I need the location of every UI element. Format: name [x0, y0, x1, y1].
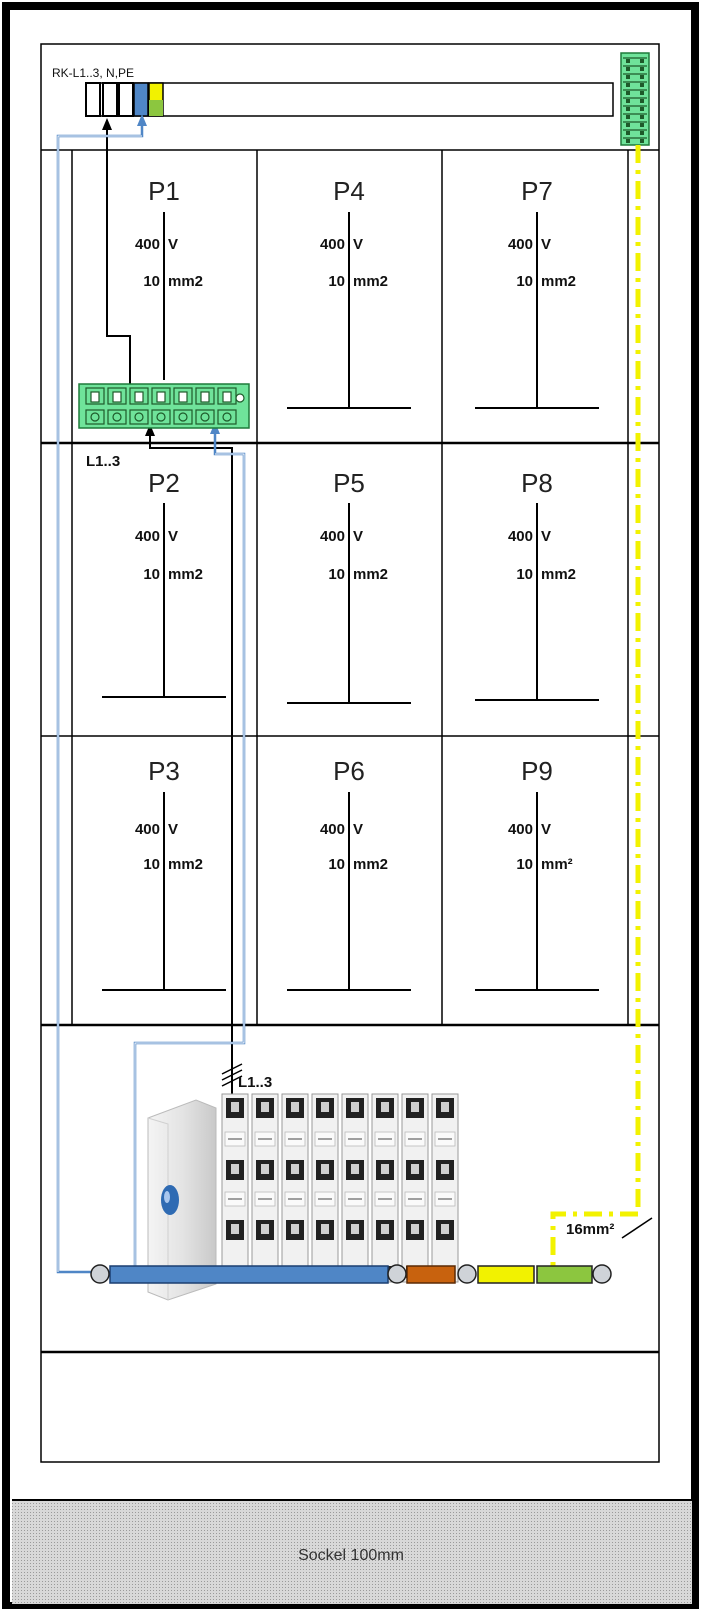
pe-terminal-block-icon: [620, 52, 650, 146]
bus-segment-green: [536, 1265, 593, 1284]
field-p3-title: P3: [148, 756, 180, 786]
panel-grid: [41, 149, 659, 1354]
bus-bar: [90, 1264, 612, 1284]
field-p1-section-unit: mm2: [168, 273, 203, 290]
field-p4-voltage: 400: [320, 236, 345, 253]
field-p3: P3 400 V 10 mm2: [102, 756, 226, 991]
field-p9-voltage-unit: V: [541, 821, 551, 838]
field-p5-voltage: 400: [320, 528, 345, 545]
field-p1-voltage: 400: [135, 236, 160, 253]
field-p1: P1 400 V 10 mm2: [135, 176, 203, 380]
field-p2-section: 10: [143, 566, 160, 583]
rail-terminal-l3: [118, 82, 134, 117]
phase-wires: [106, 128, 233, 1098]
field-p9-section: 10: [516, 856, 533, 873]
bus-insulator: [90, 1264, 110, 1284]
field-p3-voltage: 400: [135, 821, 160, 838]
circuit-breaker-icon: [221, 1093, 459, 1283]
bus-insulator: [457, 1264, 477, 1284]
rail-terminal-strip: [85, 82, 614, 117]
rail-label: RK-L1..3, N,PE: [52, 66, 134, 80]
field-p8: P8 400 V 10 mm2: [475, 468, 599, 701]
field-p3-section-unit: mm2: [168, 856, 203, 873]
pe-cross-section-label: 16mm²: [566, 1221, 614, 1238]
neutral-arrow-top: [137, 114, 147, 126]
field-p8-voltage: 400: [508, 528, 533, 545]
field-p7-voltage-unit: V: [541, 236, 551, 253]
field-p7-voltage: 400: [508, 236, 533, 253]
field-p6-voltage-unit: V: [353, 821, 363, 838]
field-p8-voltage-unit: V: [541, 528, 551, 545]
field-p4-section-unit: mm2: [353, 273, 388, 290]
neutral-bus: [109, 1265, 389, 1284]
field-p1-section: 10: [143, 273, 160, 290]
field-p9-voltage: 400: [508, 821, 533, 838]
field-p4-section: 10: [328, 273, 345, 290]
field-p5-section: 10: [328, 566, 345, 583]
field-p2-title: P2: [148, 468, 180, 498]
bus-insulator: [387, 1264, 407, 1284]
field-p1-title: P1: [148, 176, 180, 206]
terminal-block-label: L1..3: [86, 453, 120, 470]
pe-conductor: [550, 145, 641, 1268]
inner-frame: [40, 43, 660, 1463]
field-p2-section-unit: mm2: [168, 566, 203, 583]
field-p8-title: P8: [521, 468, 553, 498]
bus-insulator: [592, 1264, 612, 1284]
field-p5-section-unit: mm2: [353, 566, 388, 583]
feed-multiconductor-marks: [221, 1063, 243, 1087]
rail-terminal-n: [133, 82, 149, 117]
field-p8-section-unit: mm2: [541, 566, 576, 583]
terminal-block-icon: [78, 383, 250, 429]
field-p5-voltage-unit: V: [353, 528, 363, 545]
bus-segment-orange: [406, 1265, 456, 1284]
field-p7-section: 10: [516, 273, 533, 290]
base-plinth: [12, 1501, 692, 1604]
field-p6-section-unit: mm2: [353, 856, 388, 873]
field-p9: P9 400 V 10 mm²: [475, 756, 599, 991]
field-p3-voltage-unit: V: [168, 821, 178, 838]
pe-cross-section-tick: [621, 1217, 653, 1239]
field-p7-title: P7: [521, 176, 553, 206]
rail-terminal-l1: [85, 82, 101, 117]
field-p7: P7 400 V 10 mm2: [475, 176, 599, 409]
base-label: Sockel 100mm: [298, 1547, 404, 1564]
field-p8-section: 10: [516, 566, 533, 583]
bus-segment-yellow: [477, 1265, 535, 1284]
field-p4: P4 400 V 10 mm2: [287, 176, 411, 409]
field-p6-title: P6: [333, 756, 365, 786]
field-p9-title: P9: [521, 756, 553, 786]
phase-arrow-terminal: [145, 424, 155, 436]
rail-terminal-l2: [102, 82, 118, 117]
field-p4-title: P4: [333, 176, 365, 206]
field-p4-voltage-unit: V: [353, 236, 363, 253]
field-p2: P2 400 V 10 mm2: [102, 468, 226, 698]
field-p6-voltage: 400: [320, 821, 345, 838]
field-p5: P5 400 V 10 mm2: [287, 468, 411, 704]
field-p6-section: 10: [328, 856, 345, 873]
field-p2-voltage-unit: V: [168, 528, 178, 545]
field-p1-voltage-unit: V: [168, 236, 178, 253]
main-switch-icon: [147, 1099, 217, 1301]
field-p9-section-unit: mm²: [541, 856, 573, 873]
phase-arrow-top: [102, 118, 112, 130]
feed-label: L1..3: [238, 1074, 272, 1091]
field-p7-section-unit: mm2: [541, 273, 576, 290]
field-p5-title: P5: [333, 468, 365, 498]
field-p2-voltage: 400: [135, 528, 160, 545]
field-p6: P6 400 V 10 mm2: [287, 756, 411, 991]
field-p3-section: 10: [143, 856, 160, 873]
